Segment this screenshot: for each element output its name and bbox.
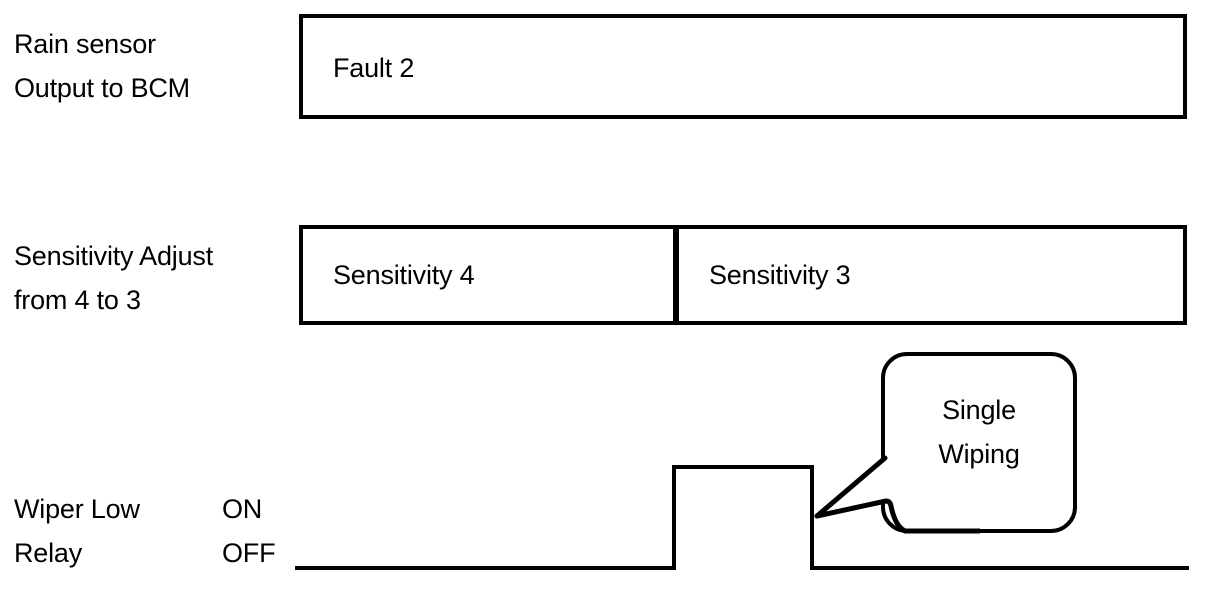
signal-box-sensitivity-3: Sensitivity 3 [675,225,1187,325]
callout-line-2: Wiping [938,439,1020,469]
state-label-off: OFF [222,538,276,568]
callout-pointer-arrow [814,455,980,534]
row-label-rain-sensor-output: Rain sensor Output to BCM [14,29,190,103]
signal-box-sensitivity-4-label: Sensitivity 4 [333,260,475,290]
state-label-on: ON [222,494,263,524]
signal-box-sensitivity-3-label: Sensitivity 3 [709,260,851,290]
callout-tail-lower-stroke [814,498,980,534]
row-label-wiper-low-relay: Wiper Low Relay [14,494,140,568]
signal-box-sensitivity-4: Sensitivity 4 [299,225,677,325]
signal-box-fault-2-label: Fault 2 [333,53,415,83]
callout-line-1: Single [942,395,1016,425]
row-label-sensitivity-adjust: Sensitivity Adjust from 4 to 3 [14,241,213,315]
signal-box-fault-2: Fault 2 [299,14,1187,119]
